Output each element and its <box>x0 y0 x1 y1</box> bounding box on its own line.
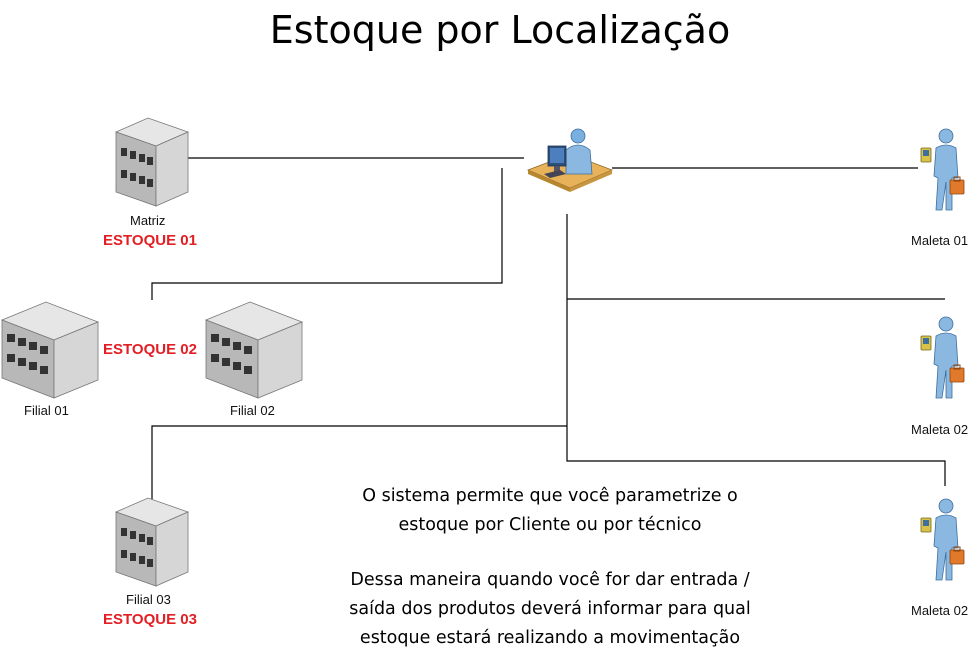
node-label-maleta-b: Maleta 02 <box>911 422 969 437</box>
node-label-filial01: Filial 01 <box>24 403 69 418</box>
stock-label-matriz: ESTOQUE 01 <box>103 232 197 249</box>
note-paragraph-2: Dessa maneira quando você for dar entrad… <box>330 566 770 653</box>
technician-icon <box>920 128 965 211</box>
building-icon <box>204 301 304 399</box>
note-paragraph-1: O sistema permite que você parametrize o… <box>330 482 770 540</box>
note-line: Dessa maneira quando você for dar entrad… <box>350 570 750 590</box>
technician-icon <box>920 498 965 581</box>
node-label-filial03: Filial 03 <box>126 592 171 607</box>
stock-label-filiais: ESTOQUE 02 <box>103 341 197 358</box>
connector-filial-stock <box>151 168 503 300</box>
node-label-maleta-a: Maleta 01 <box>911 233 969 248</box>
computer-operator-icon <box>526 128 614 192</box>
stock-label-filial03: ESTOQUE 03 <box>103 611 197 628</box>
note-line: estoque por Cliente ou por técnico <box>398 515 702 535</box>
node-label-matriz: Matriz <box>130 213 166 228</box>
building-icon <box>114 497 190 587</box>
page-title: Estoque por Localização <box>269 8 731 52</box>
node-label-filial02: Filial 02 <box>230 403 275 418</box>
building-icon <box>0 301 100 399</box>
connector-filial03 <box>151 425 567 530</box>
note-line: saída dos produtos deverá informar para … <box>349 599 751 619</box>
technician-icon <box>920 316 965 399</box>
node-label-maleta-c: Maleta 02 <box>911 603 969 618</box>
note-line: O sistema permite que você parametrize o <box>362 486 738 506</box>
building-icon <box>114 117 190 207</box>
connector-trunk <box>566 214 946 486</box>
note-line: estoque estará realizando a movimentação <box>359 628 741 648</box>
